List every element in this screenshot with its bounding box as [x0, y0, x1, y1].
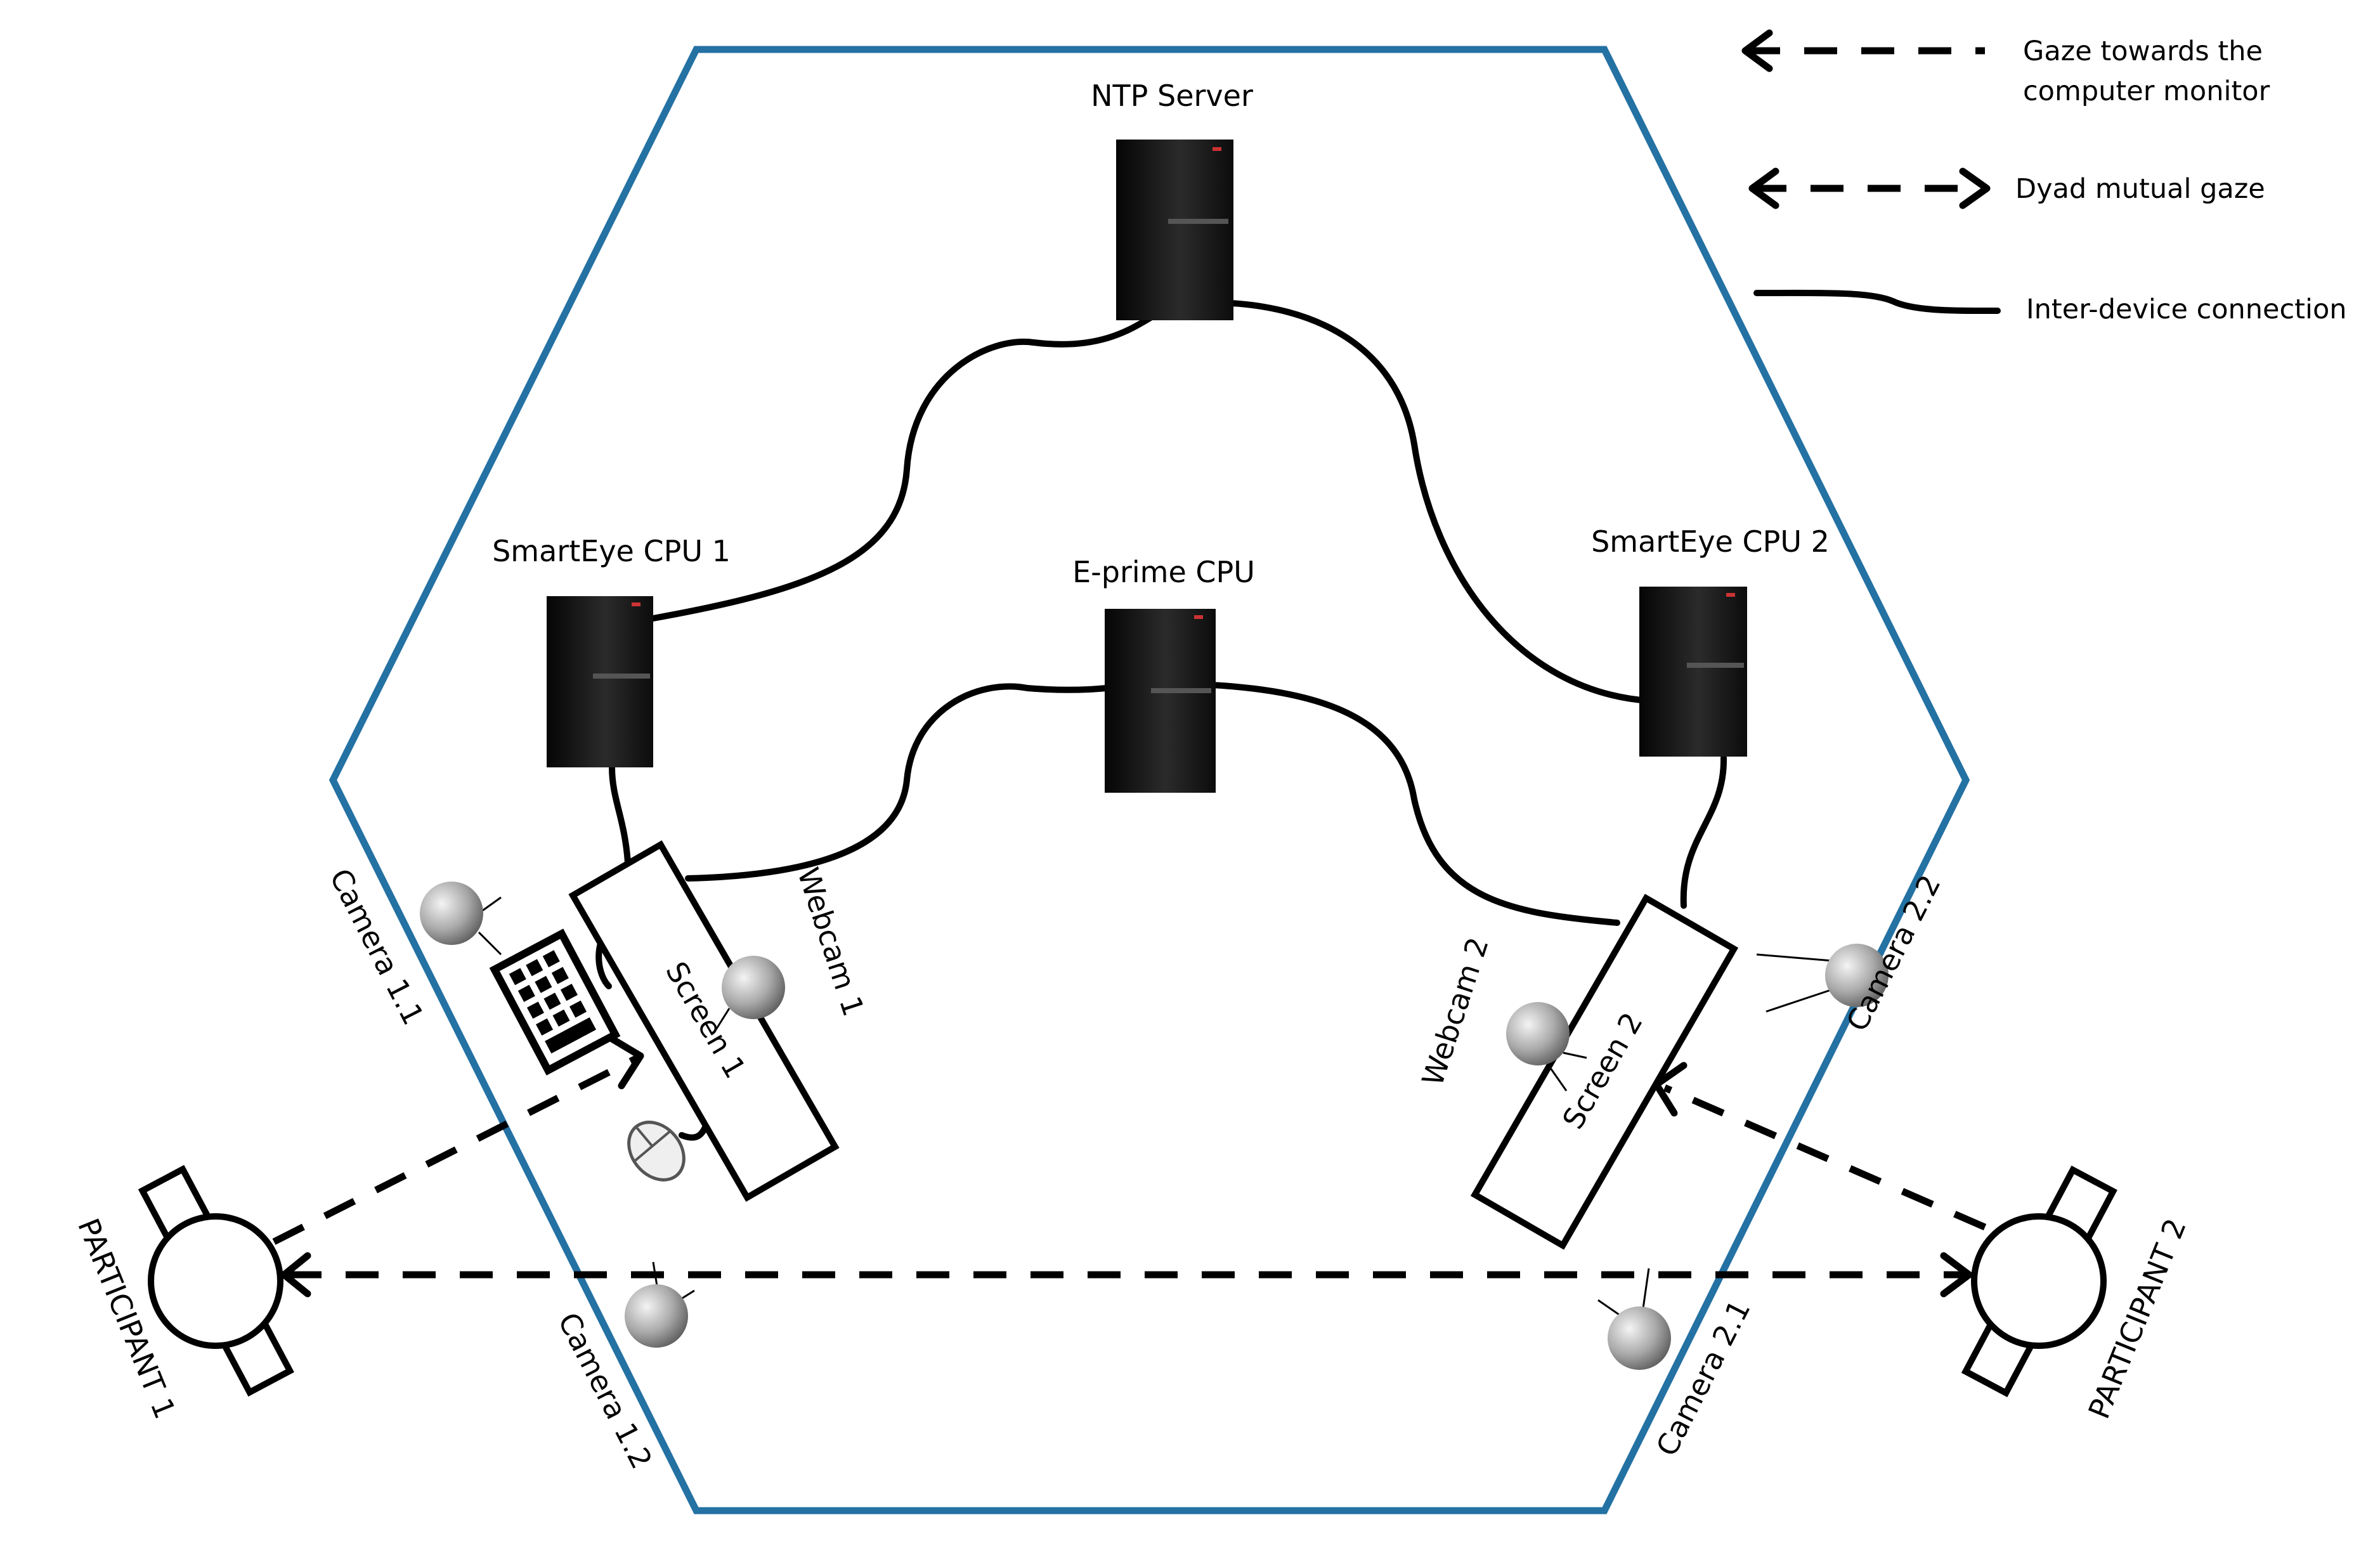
keyboard-icon: [489, 928, 621, 1076]
smarteye-cpu-2-tower-icon: [1639, 587, 1747, 757]
ntp-server-label: NTP Server: [1091, 79, 1253, 113]
smarteye-cpu-1-tower-icon: [547, 596, 653, 767]
gaze-arrow-participant-1-to-screen-1: [272, 1035, 644, 1245]
legend-item-gaze-monitor: Gaze towards the computer monitor: [1741, 29, 2270, 107]
participant-2-label: PARTICIPANT 2: [2081, 1214, 2193, 1424]
smarteye-cpu-2: SmartEye CPU 2: [1591, 524, 1830, 757]
smarteye-cpu-2-label: SmartEye CPU 2: [1591, 524, 1830, 559]
smarteye-cpu-1: SmartEye CPU 1: [492, 534, 731, 767]
eprime-cpu: E-prime CPU: [1072, 555, 1255, 793]
ntp-server-led: [1213, 147, 1221, 151]
wire-se1-ntp: [650, 299, 1195, 622]
eprime-cpu-led: [1194, 615, 1203, 619]
legend-gaze-line-2: computer monitor: [2023, 75, 2270, 107]
legend-item-mutual-gaze: Dyad mutual gaze: [1748, 167, 2265, 209]
participant-2-icon: [1961, 1165, 2117, 1398]
wire-screen1-eprime: [685, 679, 1162, 882]
wire-eprime-screen2: [1156, 680, 1620, 926]
eprime-cpu-tower-icon: [1105, 609, 1216, 793]
inter-device-connections: [595, 299, 1727, 1141]
smarteye-cpu-1-label: SmartEye CPU 1: [492, 534, 731, 568]
wire-ntp-se2: [1189, 299, 1652, 704]
screen-2: Screen 2: [1470, 894, 1739, 1250]
ntp-server: NTP Server: [1091, 79, 1253, 320]
smarteye-cpu-2-led: [1726, 593, 1735, 597]
gaze-arrow-participant-2-to-screen-2: [1653, 1062, 1987, 1231]
mutual-gaze-arrow: [280, 1252, 1973, 1298]
ntp-server-tower-icon: [1116, 140, 1233, 320]
camera-2-1-label: Camera 2.1: [1649, 1294, 1757, 1462]
wire-se2-screen2: [1680, 755, 1727, 909]
smarteye-cpu-2-drive-bay: [1687, 663, 1744, 668]
legend-connection-label: Inter-device connection: [2026, 294, 2347, 325]
webcam-1-label: Webcam 1: [791, 863, 871, 1020]
legend-item-connection: Inter-device connection: [1753, 289, 2347, 325]
eprime-cpu-drive-bay: [1151, 688, 1211, 693]
legend-mutual-gaze-label: Dyad mutual gaze: [2015, 173, 2265, 205]
participant-1-icon: [138, 1164, 294, 1397]
camera-2-2-icon: [1756, 944, 1889, 1013]
room-boundary: [328, 46, 1970, 1514]
webcam-2-icon: [1506, 1002, 1587, 1091]
legend: Gaze towards the computer monitor Dyad m…: [1741, 29, 2347, 325]
smarteye-cpu-1-led: [632, 602, 641, 606]
wire-se1-screen1: [609, 764, 631, 866]
eprime-cpu-label: E-prime CPU: [1072, 555, 1255, 589]
legend-gaze-line-1: Gaze towards the: [2023, 36, 2263, 67]
webcam-2-label: Webcam 2: [1415, 933, 1495, 1090]
webcam-1-icon: [714, 956, 785, 1031]
smarteye-cpu-1-drive-bay: [593, 674, 650, 679]
camera-2-1-icon: [1597, 1268, 1671, 1370]
mouse-icon: [627, 1121, 686, 1182]
camera-1-1-icon: [420, 882, 502, 956]
camera-1-2-icon: [625, 1261, 695, 1348]
ntp-server-drive-bay: [1168, 219, 1228, 224]
